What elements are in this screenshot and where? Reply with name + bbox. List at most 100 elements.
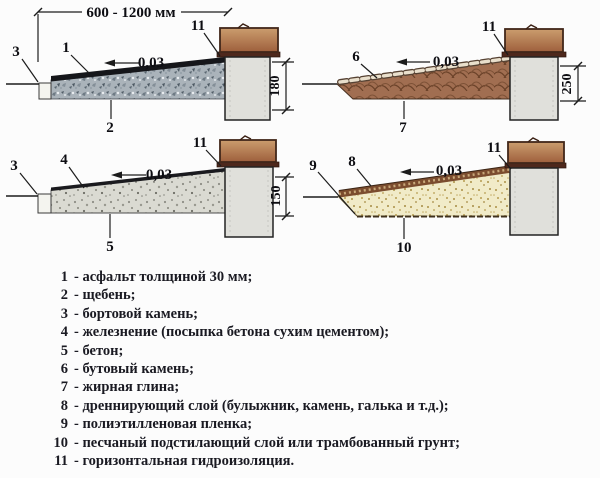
callout-9: 9 xyxy=(309,158,356,215)
drainage-layer-dots xyxy=(338,168,510,196)
slope-arrow: 0,03 xyxy=(400,163,462,179)
height-dimension-180: 180 xyxy=(268,57,294,115)
legend-item: 11 - горизонтальная гидроизоляция. xyxy=(38,452,578,470)
svg-text:180: 180 xyxy=(268,76,283,97)
svg-text:11: 11 xyxy=(487,140,501,156)
legend-item-text: - песчаный подстилающий слой или трамбов… xyxy=(74,434,460,451)
legend-item-text: - горизонтальная гидроизоляция. xyxy=(74,453,295,470)
legend-item: 6 - бутовый камень; xyxy=(38,360,578,378)
section-sand-drainage: 0,03 9 8 10 11 xyxy=(303,137,567,256)
slope-arrow: 0,03 xyxy=(111,167,172,183)
legend-item: 2- щебень; xyxy=(38,286,578,304)
svg-text:4: 4 xyxy=(60,152,68,168)
slope-arrow: 0,03 xyxy=(104,55,164,71)
border-stone xyxy=(38,82,52,100)
legend-item-number: 7 xyxy=(60,379,68,396)
svg-text:11: 11 xyxy=(482,19,496,35)
callout-11: 11 xyxy=(193,135,222,167)
legend-item-number: 11 xyxy=(54,453,68,470)
callout-3: 3 xyxy=(12,44,39,83)
brick-break-mark xyxy=(237,23,250,29)
foundation-block xyxy=(224,166,274,238)
foundation-block xyxy=(509,56,559,121)
legend-item-text: - бутовый камень; xyxy=(74,361,194,378)
callout-11: 11 xyxy=(191,18,221,57)
section-concrete: 0,03 4 3 5 11 xyxy=(6,135,294,255)
svg-text:250: 250 xyxy=(560,74,575,95)
brick-break-mark xyxy=(239,135,252,141)
callout-8: 8 xyxy=(348,154,372,187)
foundation-block xyxy=(224,56,271,121)
svg-text:8: 8 xyxy=(348,154,356,170)
svg-text:150: 150 xyxy=(269,186,284,207)
border-stone xyxy=(37,193,52,214)
legend-item-text: - жирная глина; xyxy=(74,379,180,396)
asphalt-layer xyxy=(51,57,225,82)
slope-arrow: 0,03 xyxy=(396,54,459,70)
slope-value: 0,03 xyxy=(146,167,172,183)
cross-sections-diagram: 600 - 1200 мм 0,03 1 2 xyxy=(0,0,600,270)
legend-item-text: - дреннирующий слой (булыжник, камень, г… xyxy=(74,397,449,414)
legend-item-number: 6 xyxy=(60,361,68,378)
callout-3: 3 xyxy=(10,158,38,195)
legend-item: 5 - бетон; xyxy=(38,342,578,360)
svg-text:11: 11 xyxy=(193,135,207,151)
legend-item: 9 - полиэтилленовая пленка; xyxy=(38,415,578,433)
slope-value: 0,03 xyxy=(138,55,164,71)
svg-text:11: 11 xyxy=(191,18,205,34)
svg-text:2: 2 xyxy=(106,120,114,136)
width-dimension-label: 600 - 1200 мм xyxy=(86,5,175,21)
svg-text:6: 6 xyxy=(352,49,360,65)
legend-item-text: - бортовой камень; xyxy=(74,305,198,322)
legend-item-number: 10 xyxy=(53,434,69,451)
callout-11: 11 xyxy=(482,19,509,56)
svg-text:1: 1 xyxy=(62,40,70,56)
brick-block xyxy=(219,27,279,53)
brick-block xyxy=(504,28,564,53)
callout-10: 10 xyxy=(397,218,412,256)
legend-item-text: - бетон; xyxy=(74,342,124,359)
brick-block xyxy=(219,139,277,163)
rubble-stone-row-fill xyxy=(338,56,510,84)
legend-item: 3 - бортовой камень; xyxy=(38,305,578,323)
section-asphalt-gravel: 600 - 1200 мм 0,03 1 2 xyxy=(6,5,294,136)
legend-item-text: - щебень; xyxy=(74,287,136,304)
callout-4: 4 xyxy=(60,152,85,189)
legend-item-number: 1 xyxy=(60,269,68,285)
brick-break-mark xyxy=(525,24,538,30)
svg-text:3: 3 xyxy=(10,158,18,174)
diagram-background xyxy=(0,0,600,270)
section-clay-rubble: 0,03 6 7 11 250 xyxy=(302,19,586,136)
callout-5: 5 xyxy=(106,214,114,255)
legend-item-number: 9 xyxy=(60,416,68,433)
callout-2: 2 xyxy=(106,100,114,136)
callout-11: 11 xyxy=(487,140,512,170)
legend-item-number: 5 xyxy=(60,342,68,359)
svg-text:10: 10 xyxy=(397,240,412,256)
svg-text:3: 3 xyxy=(12,44,20,60)
svg-text:9: 9 xyxy=(309,158,317,174)
ironing-layer xyxy=(51,168,225,191)
legend-item: 4- железнение (посыпка бетона сухим цеме… xyxy=(38,323,578,341)
slope-value: 0,03 xyxy=(433,54,459,70)
brick-block xyxy=(507,141,565,164)
brick-break-mark xyxy=(527,137,540,143)
foundation-block xyxy=(509,167,559,236)
legend-item: 8 - дреннирующий слой (булыжник, камень, … xyxy=(38,397,578,415)
legend-item-text: - асфальт толщиной 30 мм; xyxy=(74,269,253,285)
slope-value: 0,03 xyxy=(436,163,462,179)
callout-6: 6 xyxy=(352,49,378,79)
legend-item-text: - полиэтилленовая пленка; xyxy=(74,416,253,433)
legend: 1- асфальт толщиной 30 мм; 2- щебень; 3-… xyxy=(38,268,578,470)
legend-item-number: 3 xyxy=(60,305,68,322)
width-dimension: 600 - 1200 мм xyxy=(33,5,233,62)
legend-item-text: - железнение (посыпка бетона сухим цемен… xyxy=(74,324,390,341)
drainage-layer-topline xyxy=(338,165,510,191)
legend-item: 7 - жирная глина; xyxy=(38,378,578,396)
height-dimension-250: 250 xyxy=(560,61,586,106)
callout-7: 7 xyxy=(399,101,407,136)
legend-item: 1 - асфальт толщиной 30 мм; xyxy=(38,268,578,286)
legend-item: 10 - песчаный подстилающий слой или трамб… xyxy=(38,434,578,452)
legend-item-number: 8 xyxy=(60,397,68,414)
